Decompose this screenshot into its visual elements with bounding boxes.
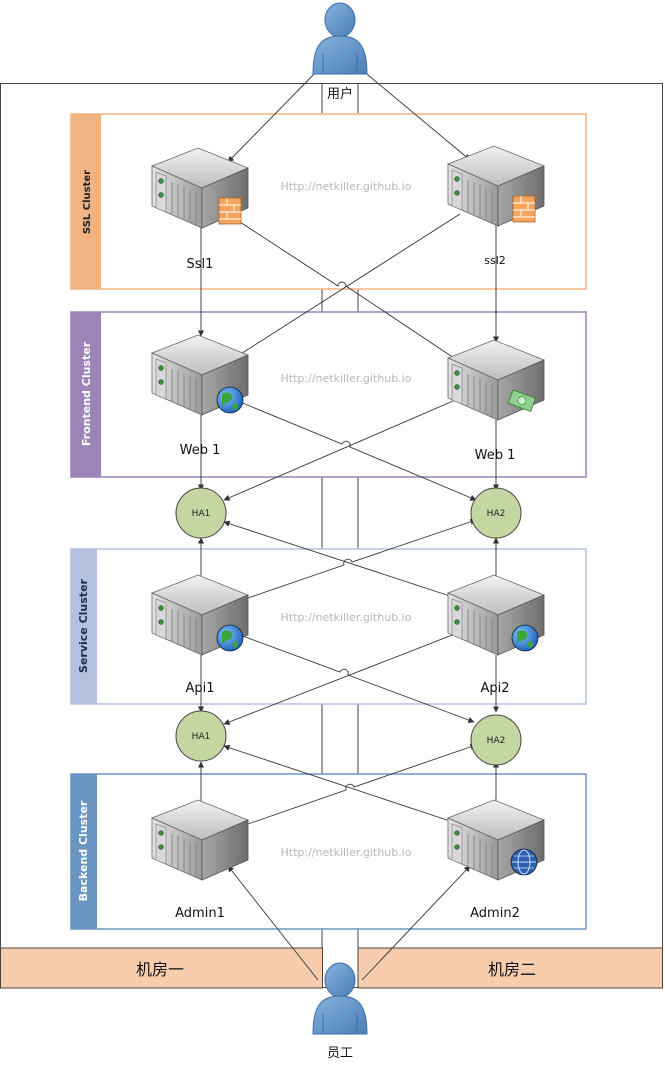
globe-icon xyxy=(216,386,244,414)
link-web2-ha1 xyxy=(223,397,461,501)
link-web1-ha2 xyxy=(239,401,477,501)
link-staff-admin2 xyxy=(361,865,471,981)
service-cluster-label: Service Cluster xyxy=(77,578,90,672)
ha1-top-label: HA1 xyxy=(192,509,211,519)
room-bar-right xyxy=(357,947,663,989)
ssl-cluster-label: SSL Cluster xyxy=(82,170,93,234)
connections xyxy=(197,69,500,981)
user-label: 用户 xyxy=(327,86,353,102)
ha2-top-node: HA2 xyxy=(470,487,522,539)
link-user-ssl1 xyxy=(227,69,319,163)
ha2-top-label: HA2 xyxy=(487,509,506,519)
ha2-bottom-label: HA2 xyxy=(487,736,506,746)
ha1-top-node: HA1 xyxy=(175,487,227,539)
ha2-bottom-node: HA2 xyxy=(470,714,522,766)
admin2-label: Admin2 xyxy=(470,906,520,921)
ssl-cluster-tab xyxy=(71,114,101,289)
firewall-icon xyxy=(512,195,536,223)
service-cluster-tab xyxy=(71,549,97,704)
frontend-cluster-tab xyxy=(71,312,101,477)
api2-label: Api2 xyxy=(480,681,509,696)
ha1-bottom-node: HA1 xyxy=(175,710,227,762)
room-label-left: 机房一 xyxy=(136,960,184,979)
watermark-service: Http://netkiller.github.io xyxy=(281,611,412,624)
api1-label: Api1 xyxy=(185,681,214,696)
link-ssl2-web1 xyxy=(235,213,461,358)
web-globe-icon xyxy=(510,848,538,876)
backend-cluster-tab xyxy=(71,774,97,929)
user-person-icon xyxy=(312,2,368,75)
link-admin2-ha1b xyxy=(223,744,457,824)
watermark-frontend: Http://netkiller.github.io xyxy=(281,372,412,385)
link-admin1-ha2b xyxy=(247,743,477,825)
ssl1-label: Ssl1 xyxy=(187,257,214,272)
link-ssl1-web2 xyxy=(239,221,461,363)
globe-icon xyxy=(216,624,244,652)
ssl2-label: ssl2 xyxy=(484,254,506,267)
link-staff-admin1 xyxy=(227,865,319,981)
link-api2-ha1 xyxy=(223,520,457,599)
room-label-right: 机房二 xyxy=(488,960,536,979)
link-api1-ha2 xyxy=(247,518,477,599)
watermark-backend: Http://netkiller.github.io xyxy=(281,846,412,859)
backend-cluster-label: Backend Cluster xyxy=(77,800,90,901)
ha1-bottom-label: HA1 xyxy=(192,732,211,742)
link-api2-ha1b xyxy=(223,631,461,725)
firewall-icon xyxy=(218,197,242,225)
link-api1-ha2b xyxy=(239,634,475,723)
web2-label: Web 1 xyxy=(475,448,516,463)
admin1-label: Admin1 xyxy=(175,906,225,921)
room-bar-left xyxy=(0,947,323,989)
link-user-ssl2 xyxy=(361,69,471,161)
money-icon xyxy=(507,389,537,412)
watermark-ssl: Http://netkiller.github.io xyxy=(281,180,412,193)
staff-label: 员工 xyxy=(327,1046,353,1061)
web1-label: Web 1 xyxy=(180,443,221,458)
globe-icon xyxy=(511,624,539,652)
frontend-cluster-label: Frontend Cluster xyxy=(80,341,93,446)
